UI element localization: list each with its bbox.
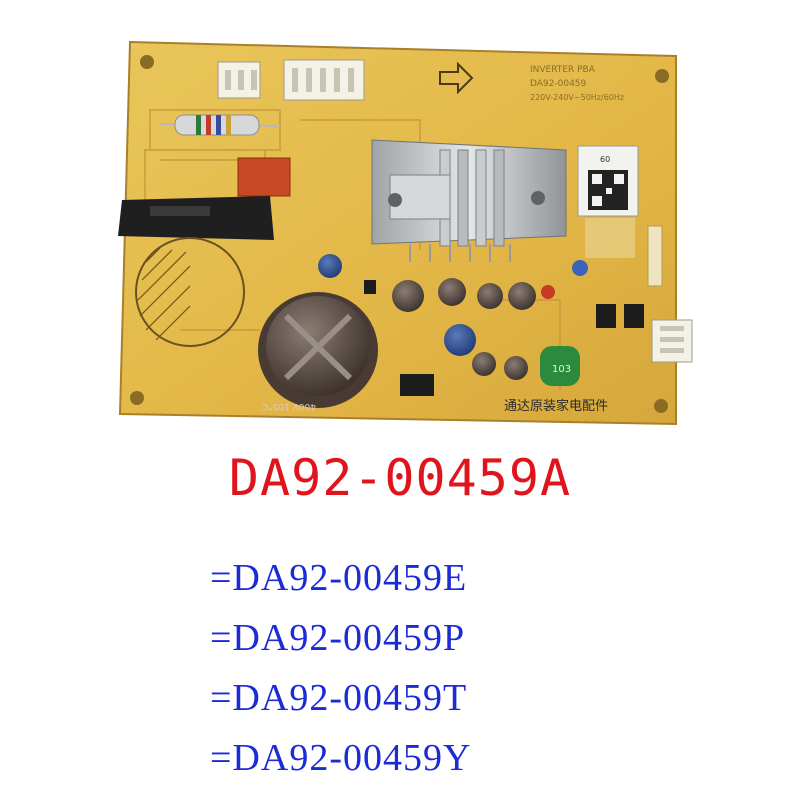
capacitor-5: [444, 324, 476, 356]
capacitor-blue: [318, 254, 342, 278]
capacitor-7: [504, 356, 528, 380]
optocoupler-1: [596, 304, 616, 328]
capacitor-4: [508, 282, 536, 310]
capacitor-2: [438, 278, 466, 306]
alternate-part-number: =DA92-00459Y: [210, 737, 472, 779]
ic-sticker: [585, 218, 635, 258]
arrow-mark: [439, 61, 474, 95]
svg-text:103: 103: [552, 364, 571, 375]
capacitor-3: [477, 283, 503, 309]
capacitor-6: [472, 352, 496, 376]
board-code: DA92-00459: [530, 79, 587, 89]
ceramic-cap-blue: [572, 260, 588, 276]
svg-text:400V 105°C: 400V 105°C: [262, 401, 316, 411]
alternate-part-number: =DA92-00459E: [210, 557, 468, 599]
fuse: [159, 114, 281, 136]
led-red: [541, 285, 555, 299]
ic-chip: [400, 374, 434, 396]
board-rating: 220V-240V~50Hz/60Hz: [530, 93, 624, 102]
optocoupler-2: [624, 304, 644, 328]
pcb-board-photo: INVERTER PBA DA92-00459 220V-240V~50Hz/6…: [118, 40, 693, 426]
green-inductor: 103: [540, 346, 580, 386]
alternate-part-number: =DA92-00459P: [210, 617, 466, 659]
alternate-part-number: =DA92-00459T: [210, 677, 468, 719]
bridge-rectifier: [118, 196, 274, 240]
svg-text:60: 60: [600, 155, 610, 164]
main-electrolytic-capacitor: 400V 105°C: [258, 292, 378, 411]
heatsink: [371, 139, 567, 247]
film-capacitor: [237, 157, 291, 197]
watermark: 通达原装家电配件: [504, 398, 608, 414]
capacitor-1: [392, 280, 424, 312]
hatched-zone: [135, 237, 245, 347]
pin-header: [647, 225, 663, 287]
qr-label: 60: [577, 145, 639, 217]
board-silkscreen: INVERTER PBA: [530, 65, 596, 75]
small-transistor: [364, 280, 376, 294]
main-part-number: DA92-00459A: [228, 449, 572, 507]
